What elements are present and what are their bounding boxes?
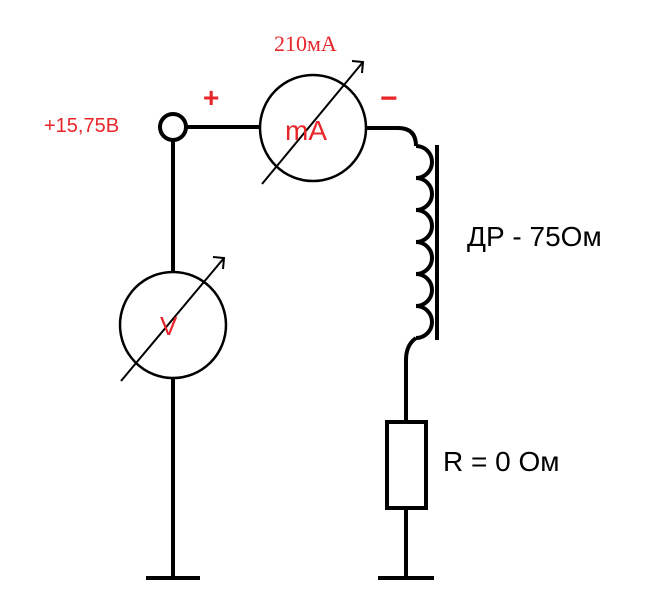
choke-coil (415, 144, 434, 340)
ammeter-reading-label: 210мА (274, 31, 337, 56)
plus-sign: + (203, 82, 219, 113)
supply-voltage-label: +15,75В (44, 115, 119, 137)
voltmeter-arrow (120, 257, 225, 382)
resistor-body (385, 420, 428, 510)
choke-label: ДР - 75Ом (467, 221, 602, 252)
top-wire-right (366, 126, 418, 147)
voltmeter-arrow-head (212, 256, 226, 270)
middle-wire (404, 336, 418, 422)
ammeter-symbol: mA (285, 115, 327, 146)
ammeter-arrow-head (351, 60, 365, 74)
voltmeter-symbol: V (160, 311, 178, 341)
resistor-label: R = 0 Ом (443, 446, 560, 477)
ammeter-arrow (261, 61, 364, 185)
supply-terminal (158, 112, 188, 142)
minus-sign: − (380, 82, 398, 115)
